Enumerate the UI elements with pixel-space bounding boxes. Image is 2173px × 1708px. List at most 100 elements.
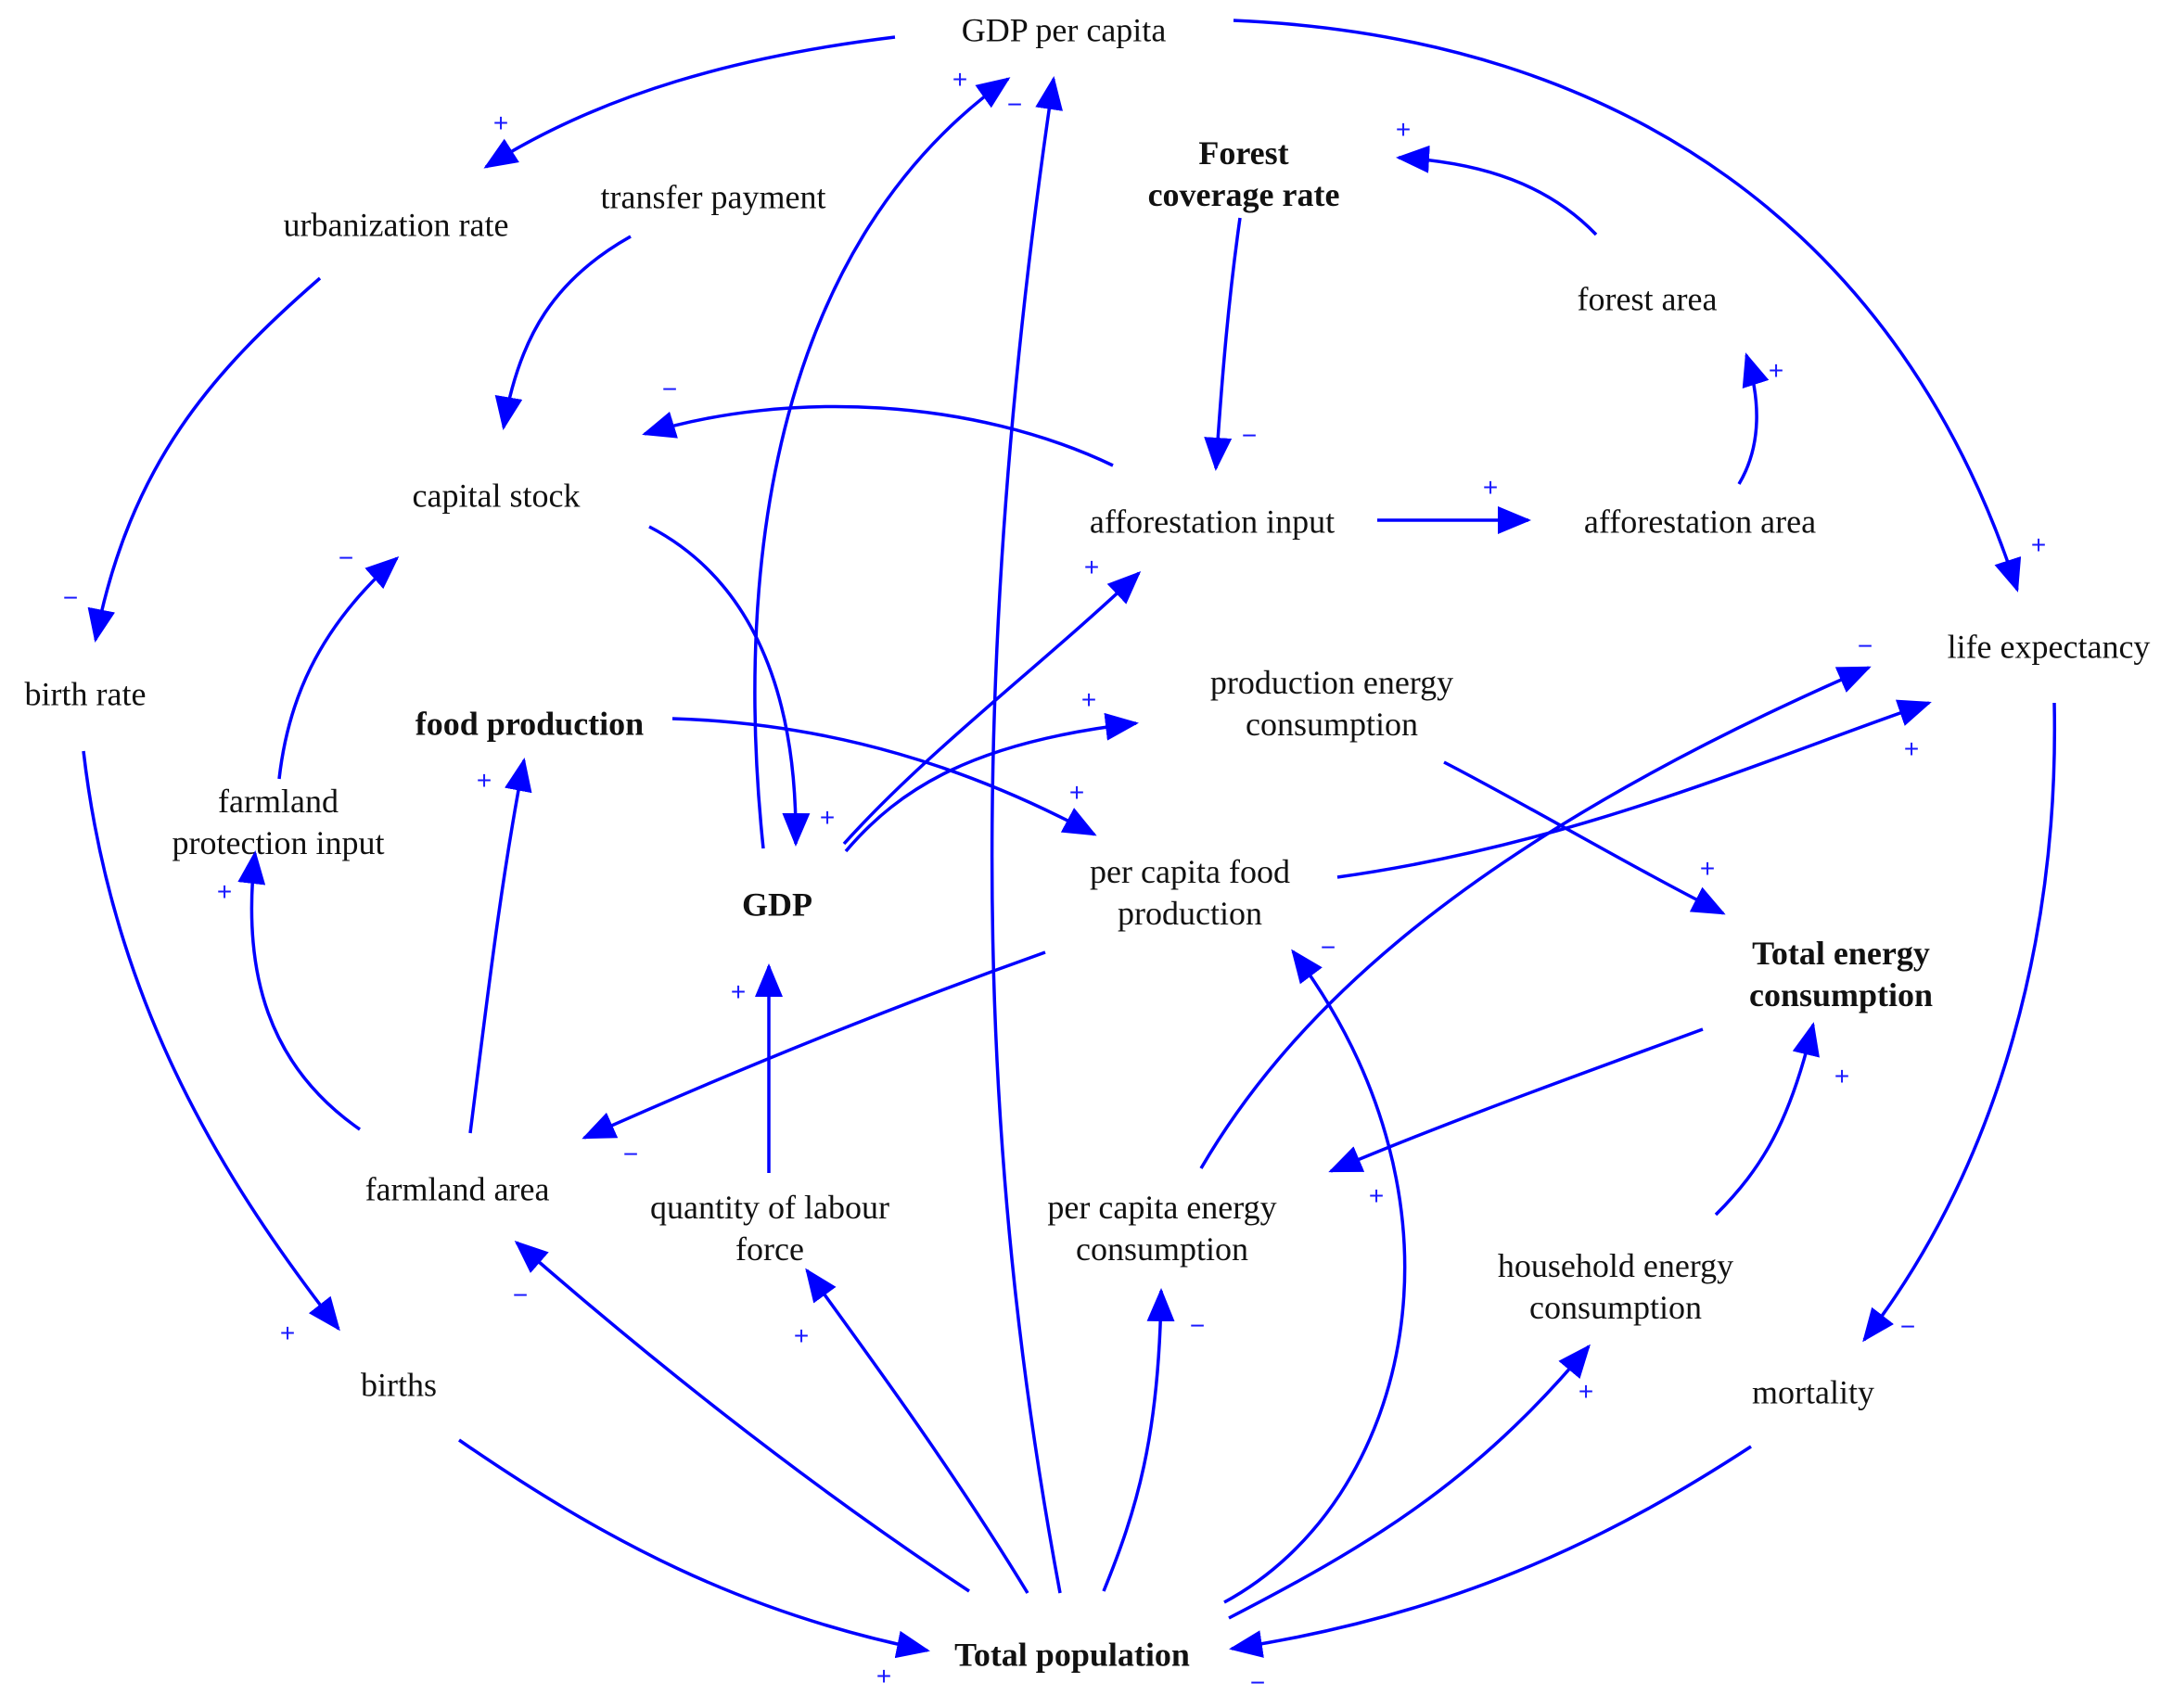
polarity-sign: − [1249, 1668, 1266, 1697]
link-farmland-protection-input-to-capital-stock [277, 556, 400, 780]
polarity-sign: + [1834, 1062, 1850, 1090]
node-label-line: force [735, 1230, 804, 1268]
node-label-line: quantity of labour [650, 1189, 889, 1226]
polarity-sign: + [476, 766, 492, 795]
node-label-line: transfer payment [600, 178, 826, 216]
polarity-sign: + [819, 803, 836, 832]
polarity-sign: + [730, 977, 747, 1006]
link-births-to-total-population [458, 1438, 930, 1659]
node-label-line: life expectancy [1947, 628, 2151, 666]
polarity-sign: − [1320, 933, 1336, 962]
polarity-sign: + [793, 1321, 810, 1350]
link-capital-stock-to-gdp [648, 525, 811, 847]
link-forest-coverage-rate-to-afforestation-input [1204, 217, 1242, 471]
node-farmland-protection-input: farmland protection input [173, 781, 385, 864]
link-total-population-to-per-capita-energy-consumption [1102, 1288, 1175, 1592]
node-label-line: consumption [1528, 1289, 1702, 1326]
link-per-capita-food-production-to-farmland-area [582, 950, 1046, 1140]
node-transfer-payment: transfer payment [601, 177, 826, 219]
node-mortality: mortality [1752, 1372, 1874, 1414]
polarity-sign: − [1857, 631, 1873, 660]
node-label-line: food production [415, 705, 645, 743]
link-total-population-to-gdp-per-capita [990, 76, 1064, 1594]
node-label-line: capital stock [412, 477, 581, 515]
link-afforestation-area-to-forest-area [1737, 352, 1770, 485]
node-label-line: Forest [1198, 134, 1289, 172]
node-label-line: consumption [1748, 976, 1934, 1013]
node-total-energy-consumption: Total energy consumption [1749, 933, 1933, 1016]
link-total-energy-consumption-to-per-capita-energy-consumption [1328, 1027, 1704, 1173]
link-farmland-area-to-food-production [468, 758, 532, 1134]
node-label-line: births [360, 1366, 438, 1404]
link-gdp-to-gdp-per-capita [753, 77, 1011, 849]
link-per-capita-food-production-to-life-expectancy [1336, 699, 1932, 879]
polarity-sign: + [1482, 473, 1499, 502]
node-label-line: Total energy [1752, 935, 1930, 972]
polarity-sign: + [492, 108, 509, 137]
node-label-line: per capita energy [1047, 1189, 1277, 1226]
link-production-energy-consumption-to-total-energy-consumption [1443, 760, 1726, 915]
node-gdp-per-capita: GDP per capita [962, 10, 1167, 52]
node-quantity-of-labour-force: quantity of labour force [650, 1187, 889, 1270]
node-gdp: GDP [742, 885, 812, 926]
polarity-sign: − [338, 543, 354, 572]
polarity-sign: − [62, 583, 79, 612]
node-label-line: Total population [954, 1636, 1190, 1674]
node-label-line: GDP per capita [961, 11, 1167, 49]
node-label-line: birth rate [24, 675, 147, 713]
link-gdp-per-capita-to-life-expectancy [1233, 19, 2022, 593]
polarity-sign: + [1903, 734, 1920, 763]
node-afforestation-input: afforestation input [1090, 502, 1335, 543]
polarity-sign: + [876, 1662, 892, 1690]
polarity-sign: + [279, 1319, 296, 1347]
node-label-line: consumption [1245, 706, 1418, 743]
link-urbanization-rate-to-birth-rate [87, 276, 322, 643]
polarity-sign: + [1768, 356, 1784, 385]
link-total-population-to-quantity-of-labour-force [805, 1268, 1029, 1594]
polarity-sign: + [1395, 115, 1412, 144]
polarity-sign: + [1699, 854, 1716, 883]
node-label-line: farmland area [364, 1170, 550, 1208]
polarity-sign: − [512, 1281, 529, 1309]
polarity-sign: + [216, 877, 233, 906]
polarity-sign: + [2030, 530, 2047, 559]
polarity-sign: + [1083, 553, 1100, 581]
node-life-expectancy: life expectancy [1948, 627, 2151, 669]
node-total-population: Total population [954, 1635, 1190, 1676]
node-farmland-area: farmland area [365, 1169, 550, 1211]
polarity-sign: + [1368, 1181, 1385, 1210]
polarity-sign: − [1899, 1312, 1916, 1341]
polarity-sign: − [1241, 421, 1258, 450]
link-total-population-to-per-capita-food-production [1223, 949, 1407, 1604]
node-label-line: mortality [1752, 1373, 1874, 1411]
link-mortality-to-total-population [1229, 1445, 1752, 1658]
node-birth-rate: birth rate [25, 674, 147, 716]
node-label-line: afforestation area [1583, 503, 1817, 541]
link-food-production-to-per-capita-food-production [671, 717, 1097, 836]
node-label-line: consumption [1075, 1230, 1248, 1268]
node-label-line: forest area [1577, 280, 1718, 318]
link-farmland-area-to-farmland-protection-input [237, 850, 361, 1131]
link-per-capita-energy-consumption-to-life-expectancy [1199, 666, 1872, 1169]
link-transfer-payment-to-capital-stock [494, 235, 632, 430]
node-label-line: production energy [1209, 664, 1454, 701]
polarity-sign: + [1578, 1377, 1594, 1406]
link-total-population-to-farmland-area [514, 1241, 970, 1593]
link-gdp-to-afforestation-input [842, 570, 1142, 846]
link-gdp-per-capita-to-urbanization-rate [483, 35, 896, 169]
polarity-sign: + [1080, 685, 1097, 714]
node-label-line: urbanization rate [283, 206, 509, 244]
link-birth-rate-to-births [82, 750, 340, 1332]
node-capital-stock: capital stock [413, 476, 581, 517]
node-label-line: protection input [172, 824, 385, 861]
link-household-energy-consumption-to-total-energy-consumption [1714, 1022, 1820, 1217]
node-label-line: farmland [218, 783, 339, 820]
node-production-energy-consumption: production energy consumption [1210, 662, 1453, 746]
polarity-sign: − [622, 1140, 639, 1168]
link-total-population-to-household-energy-consumption [1228, 1344, 1591, 1620]
node-label-line: per capita food [1090, 853, 1290, 890]
